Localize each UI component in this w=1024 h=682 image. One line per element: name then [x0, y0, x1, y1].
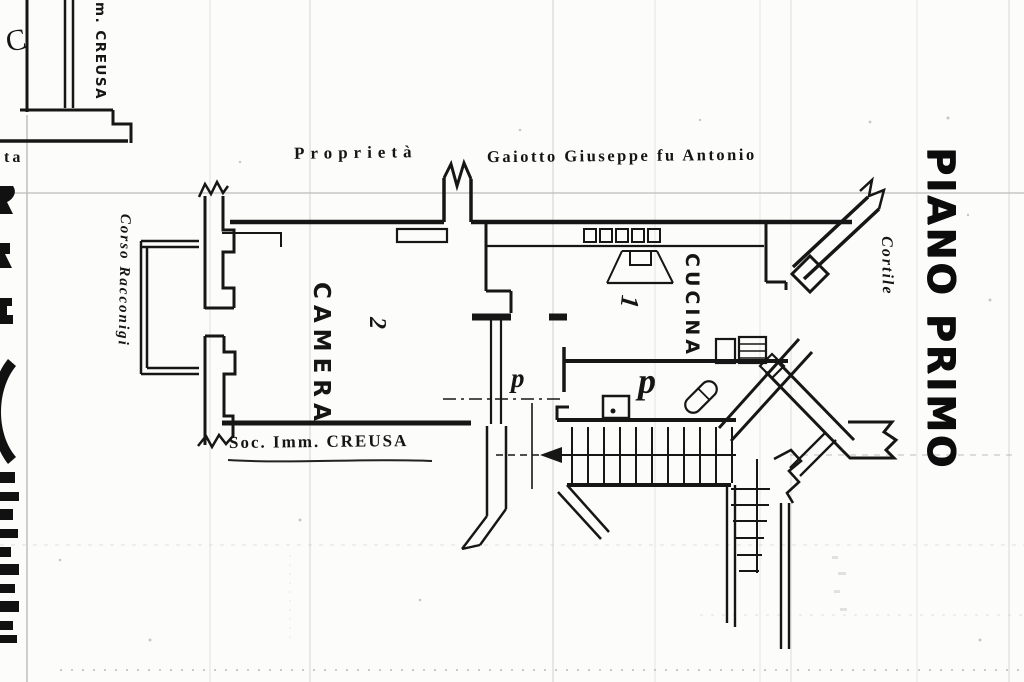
window-squares: [583, 228, 661, 243]
neighbor-walls-topleft: [0, 0, 133, 143]
cucina-room-walls: [486, 222, 788, 392]
room-label-camera: CAMERA: [308, 282, 334, 427]
fixtures: [601, 335, 786, 420]
window-sill: [395, 227, 449, 244]
stove-hood: [606, 250, 674, 285]
door-mark-p2: p: [638, 361, 656, 401]
left-edge-word-fragment: ta: [4, 149, 24, 166]
radiator: [737, 335, 768, 365]
wc-fixture: [684, 380, 718, 414]
landing-box: [601, 394, 631, 420]
floor-title: PIANO PRIMO: [919, 147, 963, 471]
courtyard-label: Cortile: [878, 236, 897, 296]
property-owner: Gaiotto Giuseppe fu Antonio: [486, 144, 757, 167]
company-underline: [227, 459, 433, 463]
facade-pillar-top: [197, 179, 236, 310]
room-number-camera: 2: [364, 317, 390, 329]
facade-pillar-bottom: [197, 334, 237, 450]
camera-room-walls: [222, 158, 852, 551]
wall-break-icon: [773, 448, 803, 504]
flue-diamond-icon: [789, 253, 831, 295]
company-fragment-top: m. CREUSA: [92, 2, 108, 101]
door-mark-p1: p: [511, 363, 525, 393]
diagonal-corridor: [717, 176, 899, 477]
room-label-cucina: CUCINA: [681, 253, 703, 358]
wall-break-icon: [840, 420, 899, 460]
left-edge-text-fragment: [0, 186, 19, 643]
staircase: [540, 405, 803, 649]
street-label: Corso Racconigi: [114, 213, 133, 347]
balcony: [139, 239, 199, 376]
company-label: Soc. Imm. CREUSA: [228, 431, 409, 452]
scan-noise: [58, 116, 992, 642]
wall-break-icon: [442, 158, 473, 192]
wall-break-icon: [859, 176, 886, 210]
stair-treads-right: [731, 488, 770, 572]
stairs-direction-arrow: [540, 447, 736, 463]
property-label: Proprietà: [293, 142, 418, 163]
